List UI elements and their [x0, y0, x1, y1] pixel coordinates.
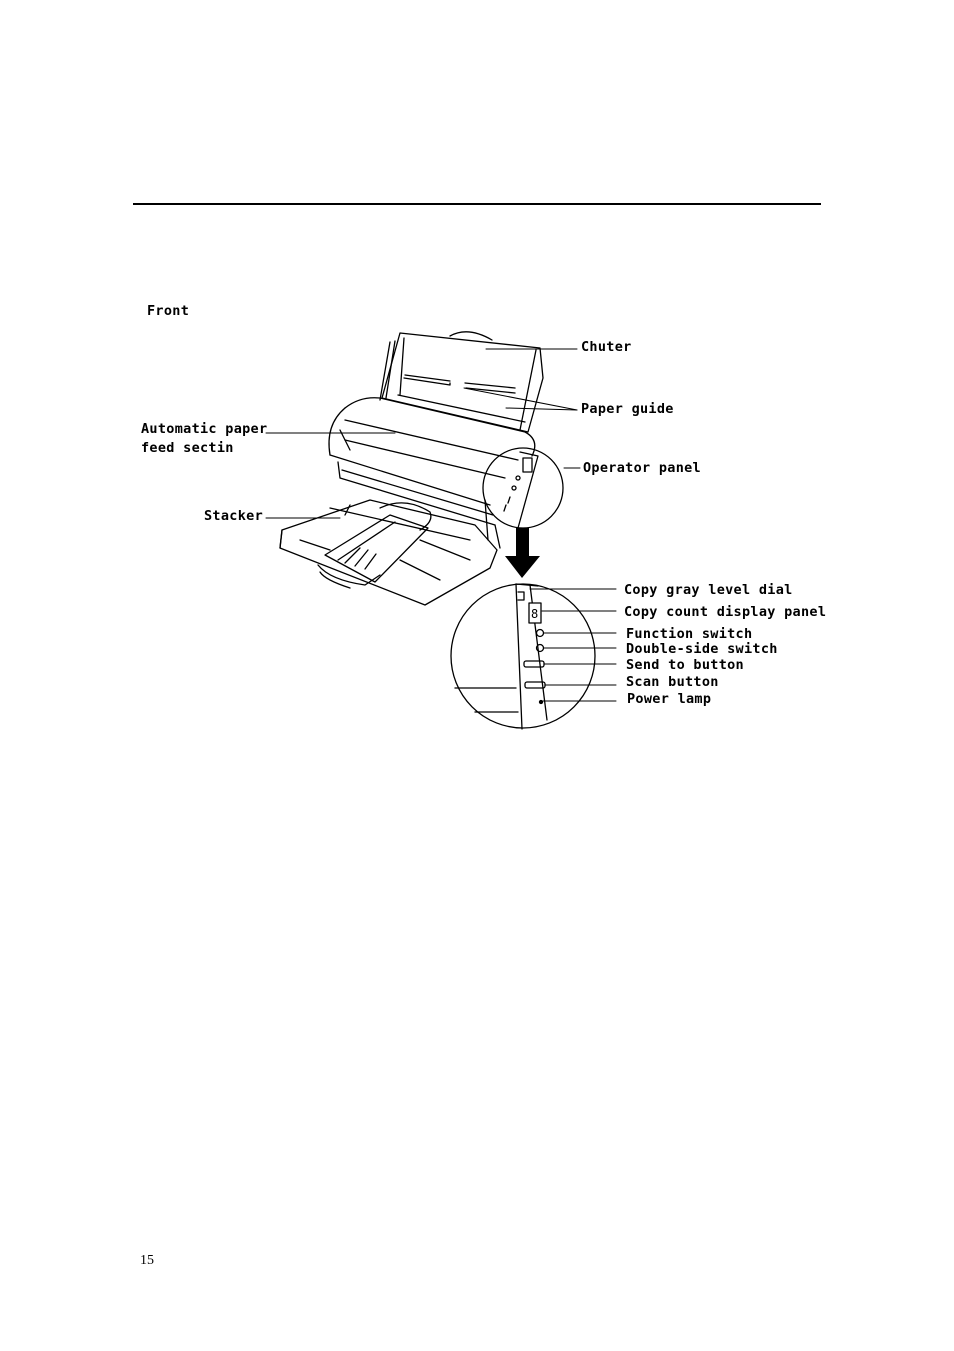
label-auto-feed-line2: feed sectin — [141, 440, 234, 456]
label-operator-panel: Operator panel — [583, 460, 701, 476]
label-power-lamp: Power lamp — [627, 691, 712, 707]
page-number: 15 — [140, 1253, 154, 1268]
label-double-side-switch: Double-side switch — [626, 641, 778, 657]
leader-lines — [265, 348, 617, 702]
operator-panel-magnified: 8 — [450, 583, 596, 730]
view-label-front: Front — [147, 303, 190, 319]
feed-section-drawing — [328, 397, 536, 549]
stacker-drawing — [279, 499, 498, 606]
zoom-arrow — [505, 528, 540, 578]
label-paper-guide: Paper guide — [581, 401, 674, 417]
label-send-to-button: Send to button — [626, 657, 744, 673]
label-stacker: Stacker — [204, 508, 263, 524]
operator-panel-circle — [482, 447, 564, 529]
chuter-drawing — [379, 331, 544, 433]
label-function-switch: Function switch — [626, 626, 753, 642]
label-auto-feed-line1: Automatic paper — [141, 421, 268, 437]
header-rule — [133, 203, 821, 205]
count-display-digit: 8 — [531, 607, 538, 621]
label-count-panel: Copy count display panel — [624, 604, 827, 620]
label-chuter: Chuter — [581, 339, 632, 355]
label-gray-dial: Copy gray level dial — [624, 582, 793, 598]
label-scan-button: Scan button — [626, 674, 719, 690]
